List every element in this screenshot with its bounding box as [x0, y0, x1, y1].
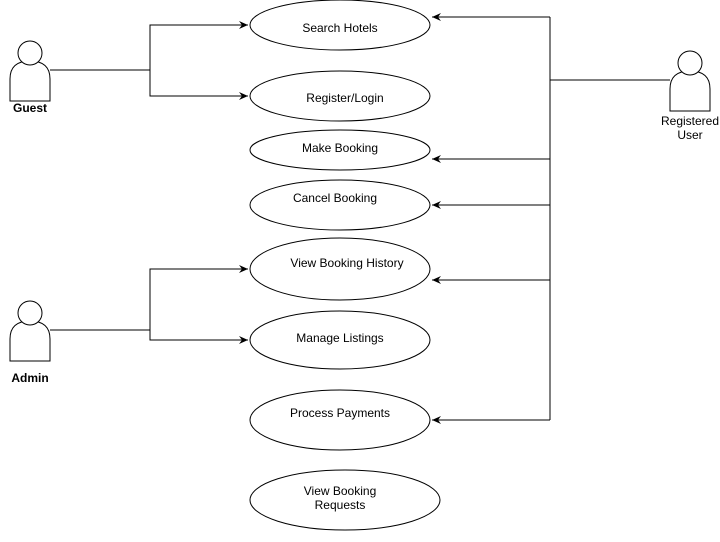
use-case-view-booking-history[interactable]: View Booking History	[249, 237, 431, 301]
guest-to-search-hotels-line	[149, 21, 248, 70]
association-lines	[50, 13, 670, 424]
use-case-process-payments[interactable]: Process Payments	[249, 389, 431, 451]
actor-registered-user-label-line-1: Registered	[661, 114, 719, 128]
use-case-search-hotels-label: Search Hotels	[302, 21, 377, 35]
actor-registered-user-label-line-2: User	[677, 128, 702, 142]
actor-guest[interactable]: Guest	[9, 40, 51, 115]
use-case-view-booking-requests-label-line-2: Requests	[315, 498, 366, 512]
use-case-manage-listings-label: Manage Listings	[296, 331, 383, 345]
use-case-view-booking-requests[interactable]: View Booking Requests	[249, 469, 441, 531]
use-case-make-booking[interactable]: Make Booking	[249, 129, 431, 171]
use-case-cancel-booking-label: Cancel Booking	[293, 191, 377, 205]
actor-registered-user-icon	[669, 50, 711, 112]
actor-guest-label: Guest	[13, 101, 47, 115]
actor-guest-icon	[9, 40, 51, 102]
actor-admin[interactable]: Admin	[9, 300, 51, 385]
admin-to-view-booking-history-line	[149, 265, 248, 330]
use-case-view-booking-requests-label-line-1: View Booking	[304, 484, 377, 498]
admin-to-manage-listings-line	[149, 330, 248, 344]
guest-to-register-login-line	[149, 70, 248, 100]
use-case-register-login[interactable]: Register/Login	[249, 70, 431, 122]
use-case-view-booking-history-label: View Booking History	[290, 256, 403, 270]
use-cases: Search Hotels Register/Login Make Bookin…	[249, 0, 441, 531]
use-case-register-login-label: Register/Login	[306, 91, 383, 105]
actor-admin-label: Admin	[11, 371, 48, 385]
actor-admin-icon	[9, 300, 51, 362]
actor-registered-user[interactable]: Registered User	[661, 50, 719, 142]
use-case-make-booking-label: Make Booking	[302, 141, 378, 155]
use-case-cancel-booking[interactable]: Cancel Booking	[249, 179, 431, 231]
use-case-manage-listings[interactable]: Manage Listings	[249, 310, 431, 370]
use-case-process-payments-label: Process Payments	[290, 406, 390, 420]
use-case-search-hotels[interactable]: Search Hotels	[249, 0, 431, 51]
